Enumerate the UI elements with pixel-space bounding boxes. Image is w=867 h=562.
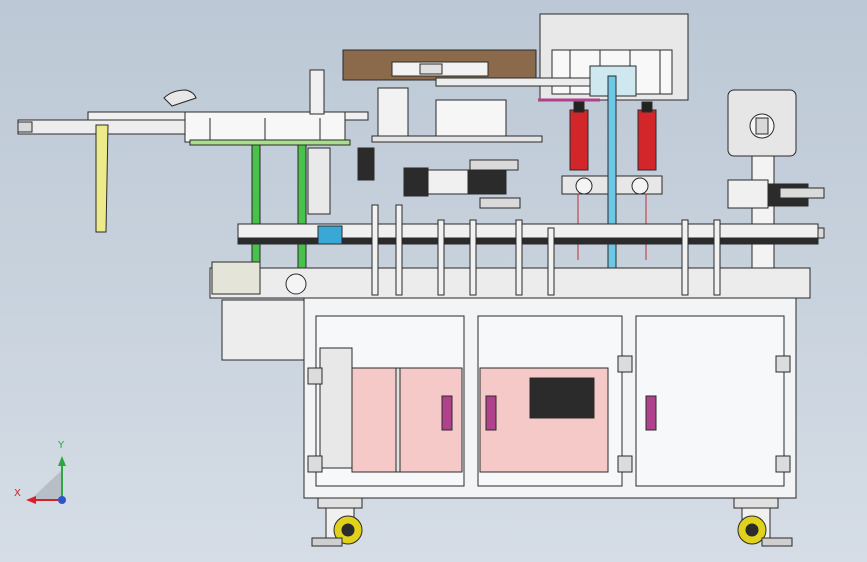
vertical-post (309, 69, 325, 115)
caster-right (733, 497, 793, 547)
blue-sensor-block (317, 225, 343, 245)
motor-small (357, 147, 375, 181)
conveyor-rail (209, 223, 819, 299)
linear-actuator (307, 147, 331, 215)
servo-motor-left (403, 167, 507, 197)
caster-left (311, 497, 363, 547)
middle-platform (371, 87, 543, 143)
z-axis-dot (58, 496, 66, 504)
left-gripper-arm (17, 89, 369, 233)
left-drive-unit (211, 261, 261, 295)
top-mount-plate (342, 49, 537, 81)
triad-y-label: Y (58, 440, 65, 451)
support-struts (371, 204, 721, 296)
orientation-triad[interactable] (26, 456, 66, 504)
pulley-wheel (285, 273, 307, 295)
triad-x-label: X (14, 488, 21, 499)
main-cabinet (221, 297, 797, 499)
blue-vertical-rod (607, 75, 617, 297)
